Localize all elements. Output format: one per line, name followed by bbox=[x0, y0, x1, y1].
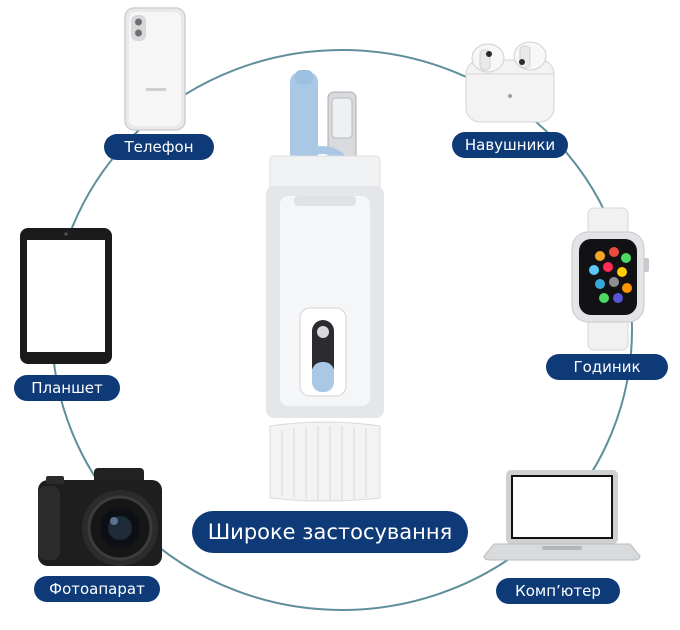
center-title: Широке застосування bbox=[192, 511, 468, 553]
laptop-icon bbox=[483, 470, 641, 561]
cleaning-kit-image bbox=[266, 70, 384, 502]
smartphone-icon bbox=[124, 7, 186, 131]
label-tablet: Планшет bbox=[14, 375, 120, 401]
earbuds-icon bbox=[465, 41, 555, 123]
label-earbuds: Навушники bbox=[452, 132, 568, 158]
smartwatch-icon bbox=[571, 207, 649, 351]
label-phone: Телефон bbox=[104, 134, 214, 160]
label-camera: Фотоапарат bbox=[34, 576, 160, 602]
label-laptop: Комп’ютер bbox=[496, 578, 620, 604]
camera-icon bbox=[38, 468, 162, 566]
label-watch: Годиник bbox=[546, 354, 668, 380]
tablet-icon bbox=[20, 228, 112, 364]
